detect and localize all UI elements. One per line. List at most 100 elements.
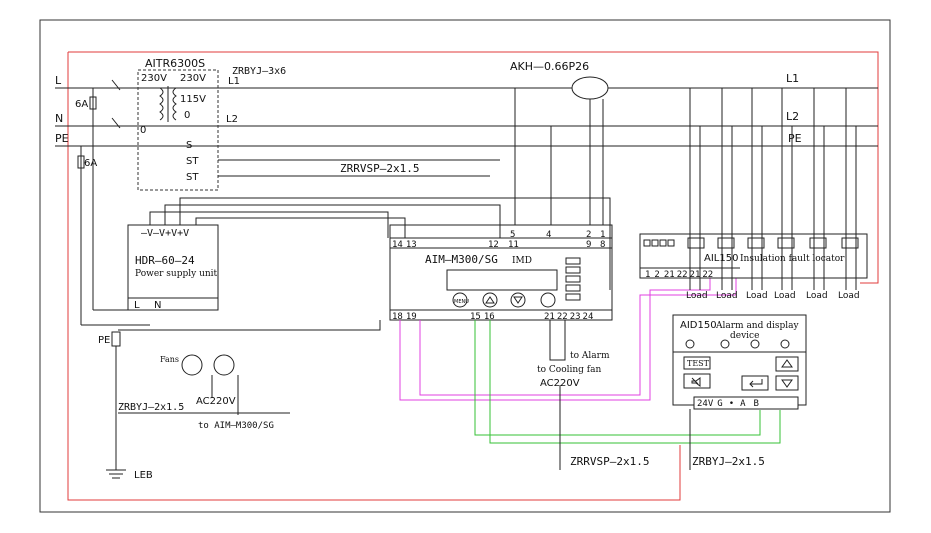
earth-icon: [106, 469, 126, 479]
label-fans: Fans: [160, 355, 179, 364]
fan-icon: [181, 354, 203, 376]
alarm-test-button[interactable]: [683, 356, 711, 370]
wire-magenta-2: [419, 270, 737, 396]
wire-psu-imd-2: [164, 204, 501, 238]
alarm-desc1: Alarm and display: [715, 321, 799, 331]
psu-L: L: [134, 300, 140, 311]
label-ac220-b: AC220V: [540, 378, 580, 389]
psu-box: [127, 224, 219, 311]
label-L2-right: L2: [786, 110, 799, 123]
up-triangle-icon: [781, 359, 793, 368]
locator-name: AIL150: [704, 253, 738, 264]
out-ST2: ST: [186, 172, 199, 183]
transformer-0: 0: [184, 110, 190, 121]
label-L1-right: L1: [786, 72, 799, 85]
imd-menu-label: MENU: [454, 299, 469, 305]
svg-text:Load: Load: [746, 291, 768, 301]
transformer-pri: 230V: [141, 73, 167, 84]
svg-text:Load: Load: [774, 291, 796, 301]
svg-text:Load: Load: [838, 291, 860, 301]
alarm-down-button[interactable]: [775, 375, 799, 391]
enter-icon: [749, 379, 763, 388]
out-L2: L2: [226, 114, 238, 125]
imd-term-1: 1: [600, 230, 605, 240]
imd-down-button[interactable]: [510, 292, 526, 308]
imd-term-8: 8: [600, 240, 605, 250]
alarm-up-button[interactable]: [775, 356, 799, 372]
load-labels: Load Load Load Load Load Load: [686, 291, 860, 301]
label-to-aim: to AIM—M300/SG: [198, 421, 274, 431]
imd-term-9: 9: [586, 240, 591, 250]
pe-terminal: [111, 331, 121, 347]
fuse-2-label: 6A: [84, 158, 97, 169]
alarm-name: AID150: [680, 320, 717, 331]
label-to-fan: to Cooling fan: [537, 365, 601, 375]
imd-term-12: 12: [488, 240, 499, 250]
wire-psu-imd-1: [149, 211, 389, 238]
locator-ct-row: [687, 237, 859, 249]
imd-tag: IMD: [512, 256, 532, 266]
wire-psu-imd-4: [195, 217, 406, 238]
imd-term-2: 2: [586, 230, 591, 240]
wire-green-1: [474, 320, 761, 436]
wire-psu-imd-3: [179, 197, 611, 290]
cable-c4: ZRRVSP—2x1.5: [570, 455, 649, 468]
imd-title: AIM—M300/SG: [425, 253, 498, 266]
transformer-115: 115V: [180, 94, 206, 105]
alarm-enter-button[interactable]: [741, 375, 769, 391]
psu-desc: Power supply unit: [135, 269, 218, 279]
out-S: S: [186, 140, 192, 151]
imd-menu-button[interactable]: [452, 292, 468, 308]
pe-terminal-label: PE: [98, 335, 110, 346]
wire-pe-imd: [118, 320, 381, 331]
label-PE: PE: [55, 132, 69, 145]
out-L1: L1: [228, 76, 240, 87]
feeder-lines: [689, 88, 857, 290]
ct-label: AKH—0.66P26: [510, 60, 589, 73]
imd-up-button[interactable]: [482, 292, 498, 308]
out-ST1: ST: [186, 156, 199, 167]
locator-desc: Insulation fault locator: [740, 254, 845, 264]
label-L: L: [55, 74, 62, 87]
wire-magenta-1: [399, 270, 711, 401]
current-transformer: [571, 76, 609, 100]
up-arrow-icon: [485, 296, 495, 304]
alarm-test-label: TEST: [687, 359, 710, 368]
svg-text:Load: Load: [686, 291, 708, 301]
transformer-pri0: 0: [140, 125, 146, 136]
wire-green-2: [489, 320, 781, 444]
imd-led-column: [565, 257, 581, 301]
cable-c1: ZRBYJ—3x6: [232, 66, 286, 77]
transformer-name: AITR6300S: [145, 57, 205, 70]
down-arrow-icon: [513, 296, 523, 304]
alarm-terminal-row: [693, 396, 799, 410]
locator-indicators: [643, 239, 675, 247]
cable-c2: ZRRVSP—2x1.5: [340, 162, 419, 175]
speaker-mute-icon: [691, 377, 701, 387]
psu-model: HDR—60—24: [135, 254, 195, 267]
psu-terminals: —V—V+V+V: [141, 228, 189, 239]
imd-term-5: 5: [510, 230, 515, 240]
alarm-leds: [685, 339, 790, 349]
wire-to-fan: [549, 320, 566, 361]
coil-primary: [159, 87, 164, 121]
cable-c3: ZRBYJ—2x1.5: [118, 402, 184, 413]
diagram-frame: [39, 19, 891, 513]
down-triangle-icon: [781, 379, 793, 388]
svg-text:Load: Load: [716, 291, 738, 301]
imd-term-4: 4: [546, 230, 551, 240]
imd-top-terminal-row: [389, 237, 613, 249]
imd-enter-button[interactable]: [540, 292, 556, 308]
cable-c5: ZRBYJ—2x1.5: [692, 455, 765, 468]
red-boundary-left: [67, 52, 681, 501]
alarm-mute-button[interactable]: [683, 373, 711, 389]
coil-secondary: [172, 87, 177, 121]
label-PE-right: PE: [788, 132, 802, 145]
alarm-desc2: device: [730, 331, 759, 341]
svg-text:Load: Load: [806, 291, 828, 301]
